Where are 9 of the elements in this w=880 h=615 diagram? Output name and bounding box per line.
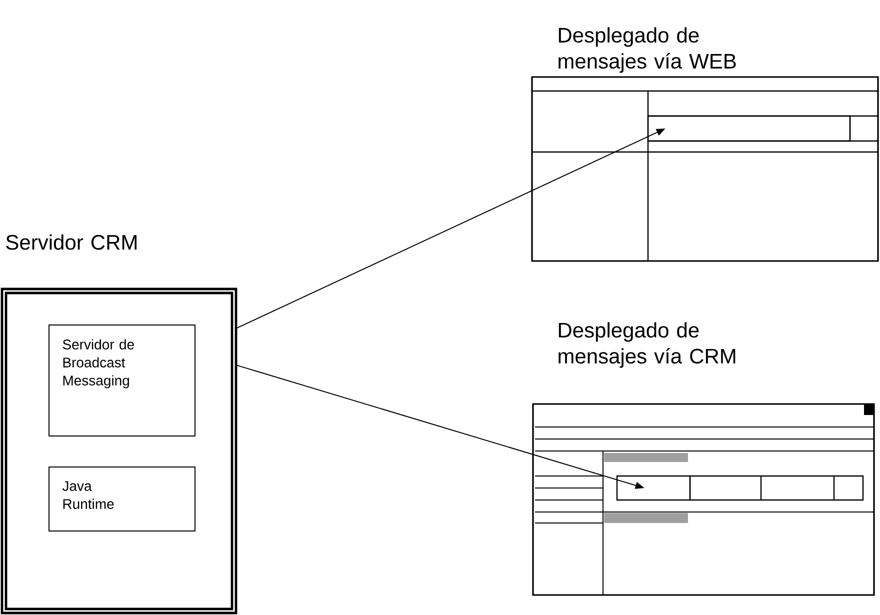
crm-screen: Desplegado de mensajes vía CRM	[532, 322, 875, 596]
component-box: Servidor de Broadcast Messaging	[48, 324, 196, 436]
node-label: Desplegado de mensajes vía WEB	[558, 27, 736, 73]
field-box	[616, 475, 691, 501]
web-screen: Desplegado de mensajes vía WEB	[531, 27, 879, 262]
component-box: Java Runtime	[48, 466, 196, 532]
node-label: Servidor CRM	[6, 234, 136, 250]
field-box	[647, 115, 851, 142]
node-label: Desplegado de mensajes vía CRM	[558, 322, 736, 368]
